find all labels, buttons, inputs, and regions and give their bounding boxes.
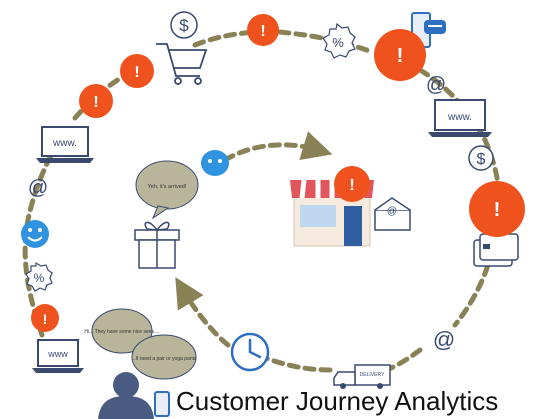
email-at-symbol: @ (387, 206, 397, 217)
gift-box-icon (134, 221, 180, 269)
alert-badge-right: ! (469, 181, 525, 237)
credit-card-icon (473, 233, 519, 267)
svg-text:!: ! (134, 64, 139, 81)
clock-icon (230, 332, 270, 372)
bubble-need-text: ...II need a pair or yoga pants (131, 356, 197, 362)
at-sign-icon-bottom-right: @ (433, 327, 455, 352)
laptop-label-right: www. (447, 112, 472, 123)
laptop-label-left: www. (52, 138, 77, 149)
svg-text:!: ! (397, 45, 404, 67)
alert-badge-top-2: ! (120, 54, 154, 88)
svg-text:!: ! (260, 23, 265, 40)
bubble-question-text: Hi... They have some nice sees.... (84, 329, 159, 335)
dollar-coin-icon-right: $ (468, 145, 494, 171)
dollar-symbol: $ (179, 16, 189, 35)
percent-badge-icon-left: % (25, 261, 53, 292)
alert-badge-top-1: ! (247, 14, 279, 46)
dollar-symbol-right: $ (477, 151, 486, 168)
svg-text:!: ! (349, 177, 354, 194)
speech-bubble-need: ...II need a pair or yoga pants (131, 334, 197, 380)
smartphone-icon-person (154, 391, 170, 417)
speech-bubble-question: Hi... They have some nice sees.... (84, 308, 160, 354)
alert-badge-top-right: ! (374, 29, 426, 81)
dollar-coin-icon: $ (170, 11, 198, 39)
svg-text:!: ! (93, 94, 98, 111)
smiley-icon-center (201, 150, 229, 176)
laptop-icon-left: www. (36, 126, 94, 163)
laptop-icon-bottom-left: www (32, 339, 84, 373)
alert-badge-top-3: ! (79, 84, 113, 118)
smiley-icon-left (21, 220, 49, 248)
truck-label: DELIVERY (360, 372, 385, 378)
alert-badge-store: ! (334, 166, 370, 202)
shopping-cart-icon (156, 43, 208, 85)
at-sign-icon-top-right: @ (426, 74, 446, 96)
speech-bubble-satisfied: Yeh, it's arrived! (135, 160, 199, 220)
diagram-caption: Customer Journey Analytics (176, 386, 499, 416)
email-envelope-icon: @ (374, 197, 411, 231)
percent-symbol-left: % (34, 271, 45, 285)
delivery-truck-icon: DELIVERY (333, 364, 391, 389)
percent-badge-icon: % (322, 22, 356, 59)
laptop-label-bottom-left: www (47, 349, 68, 359)
svg-text:!: ! (43, 311, 48, 327)
customer-person-icon (98, 372, 154, 419)
percent-symbol-top: % (332, 35, 344, 50)
laptop-icon-right: www. (428, 99, 492, 137)
bubble-satisfied-text: Yeh, it's arrived! (148, 184, 187, 190)
at-sign-icon-left: @ (28, 177, 48, 199)
svg-text:!: ! (494, 199, 501, 221)
alert-badge-left: ! (31, 304, 59, 332)
